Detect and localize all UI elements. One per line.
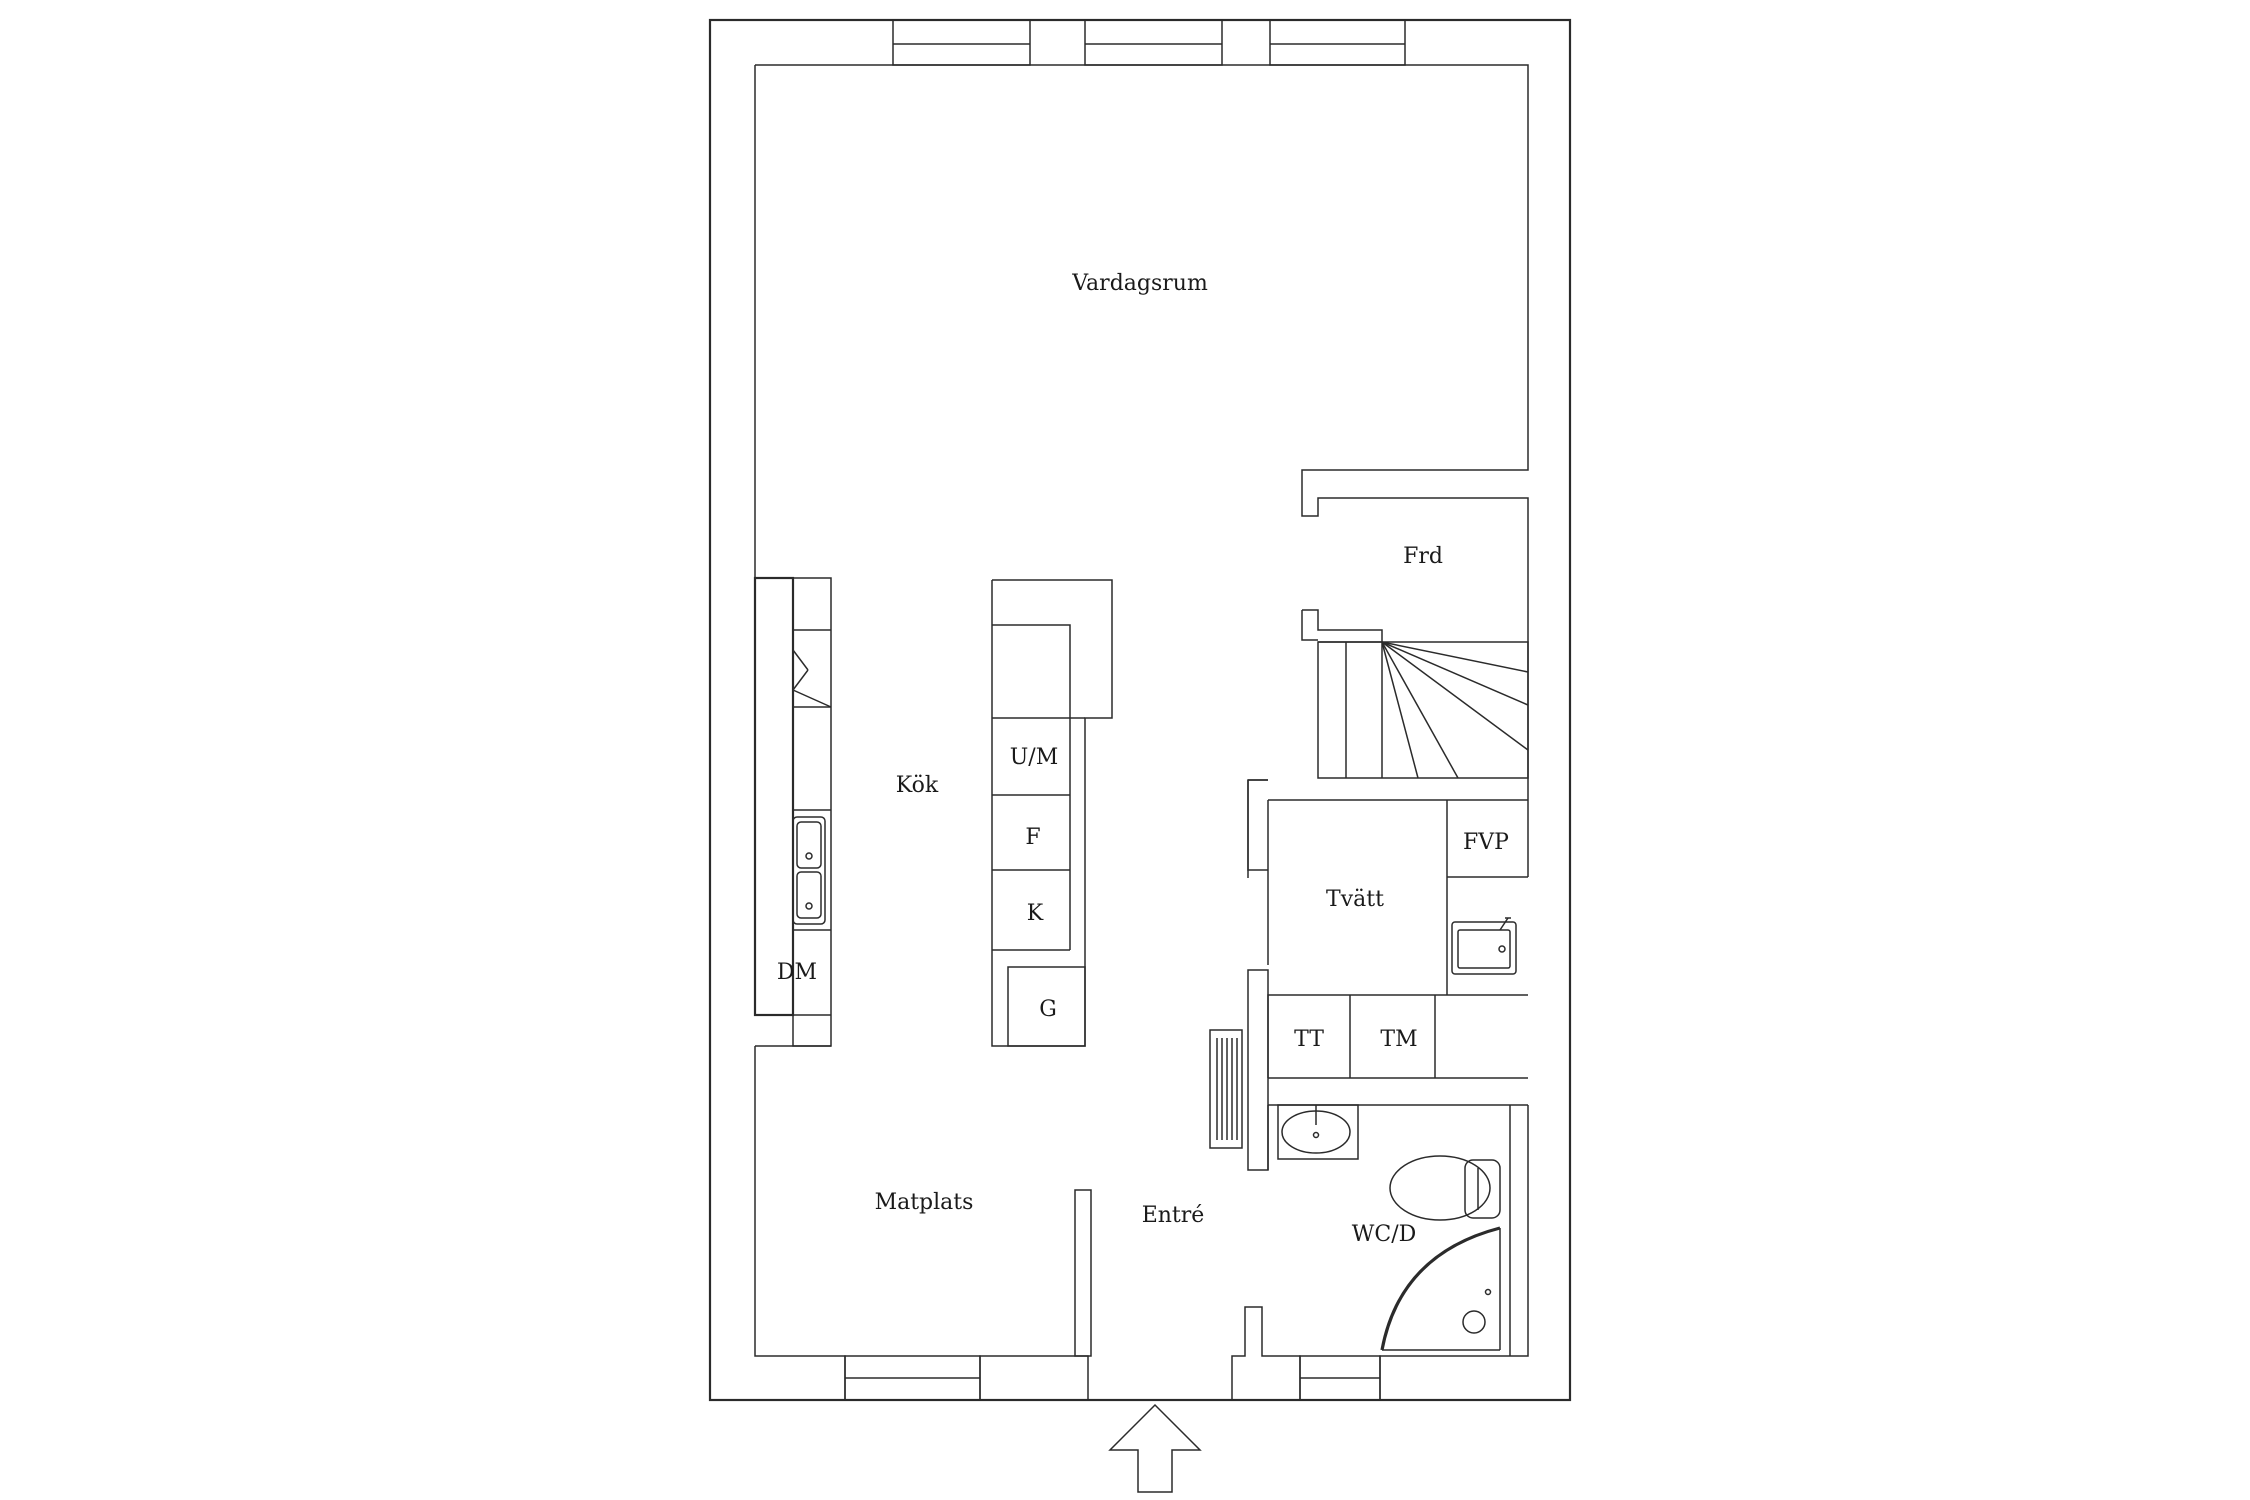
room-label-laundry: Tvätt (1326, 887, 1384, 912)
appliance-label-tumble-dryer: TT (1294, 1027, 1324, 1052)
appliance-label-freezer: G (1039, 997, 1057, 1022)
window-bottom-right (1299, 1355, 1381, 1401)
window-bottom-left (844, 1355, 981, 1401)
appliance-label-microwave-oven: U/M (1010, 745, 1058, 770)
shower (1380, 1226, 1501, 1351)
kitchen-sink (792, 816, 826, 925)
window-top-1 (892, 19, 1031, 66)
window-top-3 (1269, 19, 1406, 66)
appliance-label-heat-pump: FVP (1463, 830, 1509, 855)
appliance-label-cooler: K (1027, 901, 1044, 926)
room-label-entrance: Entré (1142, 1203, 1205, 1228)
appliance-label-washing-machine: TM (1380, 1027, 1417, 1052)
entry-arrow-icon (1108, 1403, 1202, 1493)
room-label-living-room: Vardagsrum (1071, 271, 1208, 296)
kitchen-counter-wall (753, 576, 832, 1047)
laundry-fixtures (1267, 800, 1528, 1078)
toilet (1389, 1155, 1501, 1221)
staircase (1302, 609, 1529, 779)
room-label-bathroom: WC/D (1352, 1222, 1417, 1247)
appliance-label-dishwasher: DM (777, 960, 817, 985)
appliance-label-fridge: F (1025, 825, 1040, 850)
window-top-2 (1084, 19, 1223, 66)
kitchen-island (991, 579, 1113, 1047)
laundry-sink (1451, 917, 1517, 975)
room-label-storage: Frd (1403, 544, 1443, 569)
wash-basin (1277, 1104, 1359, 1160)
room-label-kitchen: Kök (896, 773, 939, 798)
room-label-dining: Matplats (875, 1190, 974, 1215)
radiator (1209, 1029, 1243, 1149)
exterior-walls (708, 18, 1572, 1402)
